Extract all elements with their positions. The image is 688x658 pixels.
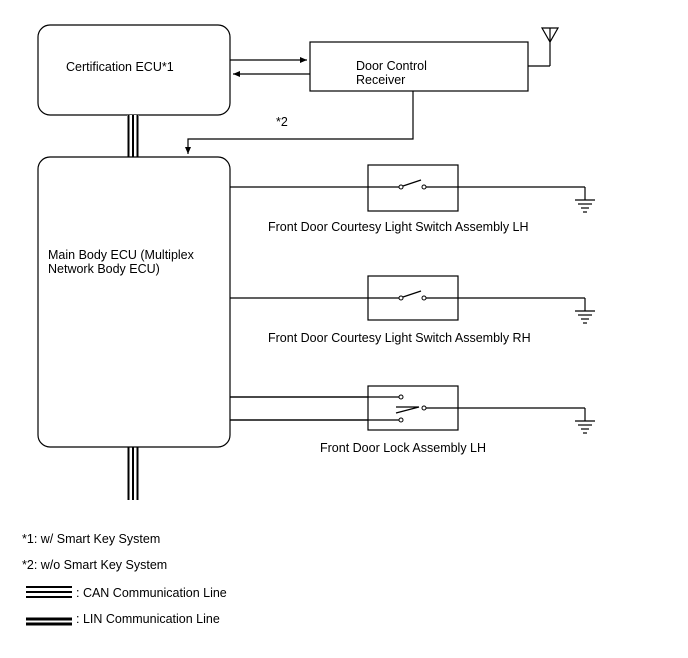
door-control-receiver-label-1: Door Control (356, 59, 427, 73)
ground-icon (575, 408, 595, 434)
legend-can-symbol (26, 586, 72, 598)
legend-can-label: : CAN Communication Line (76, 586, 227, 600)
legend-lin-symbol (26, 617, 72, 626)
ground-icon (575, 187, 595, 213)
can-line-upper (127, 115, 139, 157)
star2-annotation: *2 (276, 115, 288, 129)
main-body-ecu-label-2: Network Body ECU) (48, 262, 160, 276)
legend-lin-label: : LIN Communication Line (76, 612, 220, 626)
antenna-icon (528, 27, 560, 67)
main-body-ecu-box (37, 156, 231, 448)
switch-rh-label: Front Door Courtesy Light Switch Assembl… (268, 331, 531, 345)
can-line-lower (127, 447, 139, 500)
ground-icon (575, 298, 595, 324)
note-1: *1: w/ Smart Key System (22, 532, 160, 546)
switch-rh (230, 275, 585, 321)
door-lock-lh-label: Front Door Lock Assembly LH (320, 441, 486, 455)
switch-lh (230, 164, 585, 212)
door-control-receiver-box (309, 41, 529, 92)
certification-ecu-label: Certification ECU*1 (66, 60, 174, 74)
door-control-receiver-label-2: Receiver (356, 73, 405, 87)
main-body-ecu-label-1: Main Body ECU (Multiplex (48, 248, 195, 262)
note-2: *2: w/o Smart Key System (22, 558, 167, 572)
receiver-to-main-body-line (185, 91, 414, 154)
door-lock-lh (230, 385, 585, 431)
switch-lh-label: Front Door Courtesy Light Switch Assembl… (268, 220, 529, 234)
